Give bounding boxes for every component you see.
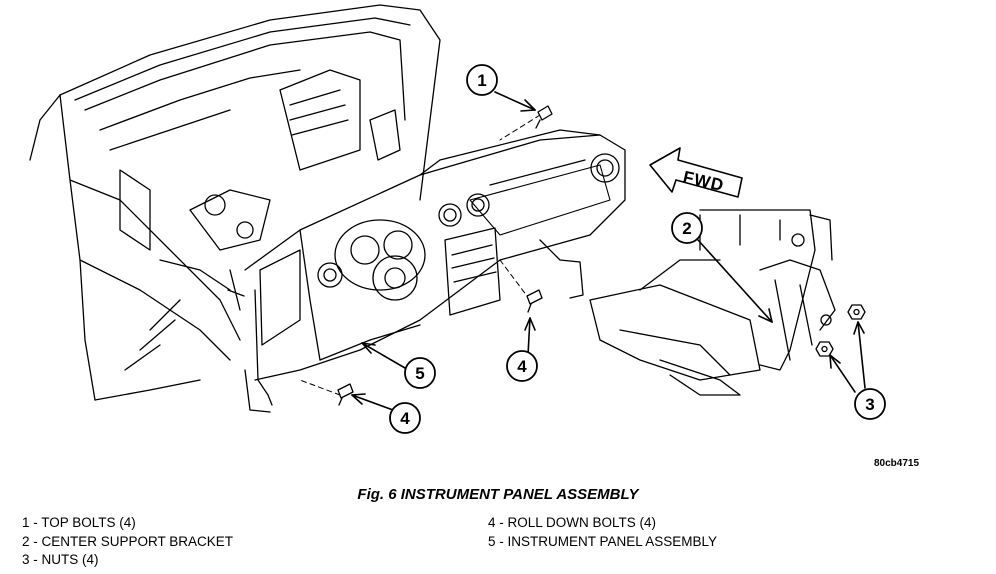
nut-icon xyxy=(815,341,834,357)
roll-down-bolt-icon xyxy=(526,289,543,313)
center-support-bracket xyxy=(589,209,836,396)
callout-3: 3 xyxy=(854,388,886,420)
nut-icon xyxy=(847,304,866,320)
callout-4-left: 4 xyxy=(389,402,421,434)
legend-item: 2 - CENTER SUPPORT BRACKET xyxy=(22,533,234,549)
leader-lines xyxy=(299,114,541,396)
svg-text:3: 3 xyxy=(865,395,874,414)
svg-text:1: 1 xyxy=(477,71,486,90)
legend-item: 3 - NUTS (4) xyxy=(22,552,99,567)
legend-left: 1 - TOP BOLTS (4) 2 - CENTER SUPPORT BRA… xyxy=(22,514,233,570)
svg-text:4: 4 xyxy=(400,409,410,428)
top-bolt-icon xyxy=(535,105,553,129)
callout-5: 5 xyxy=(404,357,436,389)
forward-direction-arrow: FWD xyxy=(649,147,743,198)
callout-1: 1 xyxy=(466,64,498,96)
legend-item: 5 - INSTRUMENT PANEL ASSEMBLY xyxy=(488,533,718,549)
svg-text:2: 2 xyxy=(682,219,691,238)
callout-arrows xyxy=(351,91,866,411)
figure-caption: Fig. 6 INSTRUMENT PANEL ASSEMBLY xyxy=(357,486,639,503)
callout-4-right: 4 xyxy=(506,350,538,382)
svg-text:5: 5 xyxy=(415,364,424,383)
figure-reference-code: 80cb4715 xyxy=(874,458,920,469)
vehicle-body-structure xyxy=(29,4,441,401)
roll-down-bolt-icon xyxy=(337,383,354,406)
legend-item: 4 - ROLL DOWN BOLTS (4) xyxy=(488,515,657,530)
legend-item: 1 - TOP BOLTS (4) xyxy=(22,515,136,530)
svg-text:4: 4 xyxy=(517,357,527,376)
instrument-panel-illustration: FWD 1 2 3 4 4 5 xyxy=(29,4,886,434)
legend-right: 4 - ROLL DOWN BOLTS (4) 5 - INSTRUMENT P… xyxy=(488,514,717,551)
callout-2: 2 xyxy=(671,212,703,244)
